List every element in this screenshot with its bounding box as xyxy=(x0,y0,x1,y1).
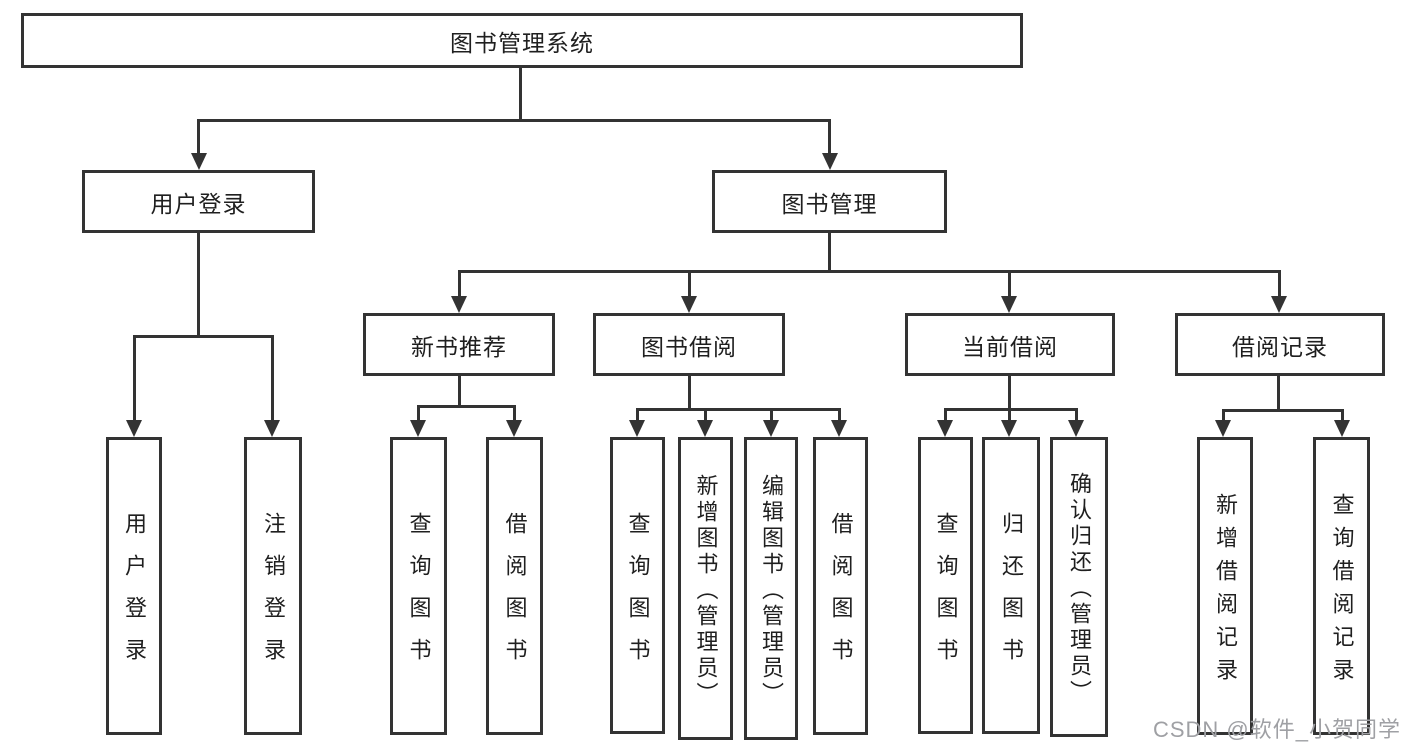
connector-line xyxy=(838,408,841,422)
node-label: 图书借阅 xyxy=(641,333,737,360)
node-user-login-leaf: 用户登录 xyxy=(106,437,162,735)
connector-line xyxy=(1277,376,1280,412)
node-return-books: 归还图书 xyxy=(982,437,1040,734)
connector-line xyxy=(1341,409,1344,422)
connector-line xyxy=(636,408,639,422)
connector-arrowhead xyxy=(681,296,697,313)
connector-arrowhead xyxy=(264,420,280,437)
connector-line xyxy=(197,119,831,122)
connector-line xyxy=(1222,409,1225,422)
node-edit-books-admin: 编辑图书（管理员） xyxy=(744,437,798,740)
connector-arrowhead xyxy=(191,153,207,170)
connector-arrowhead xyxy=(1001,296,1017,313)
node-query-borrow-record: 查询借阅记录 xyxy=(1313,437,1370,735)
node-add-books-admin: 新增图书（管理员） xyxy=(678,437,733,740)
node-label: 借阅记录 xyxy=(1232,333,1328,360)
connector-line xyxy=(770,408,773,422)
connector-line xyxy=(458,270,1281,273)
connector-line xyxy=(1008,270,1011,298)
connector-line xyxy=(197,119,200,155)
node-label: 借阅图书 xyxy=(502,512,528,680)
connector-line xyxy=(704,408,707,422)
node-label: 编辑图书（管理员） xyxy=(759,473,784,708)
watermark-text: CSDN @软件_小贺同学 xyxy=(1152,717,1401,742)
connector-line xyxy=(417,405,420,422)
connector-arrowhead xyxy=(1215,420,1231,437)
node-add-borrow-record: 新增借阅记录 xyxy=(1197,437,1253,735)
connector-line xyxy=(636,408,841,411)
connector-line xyxy=(1008,376,1011,411)
connector-arrowhead xyxy=(126,420,142,437)
connector-arrowhead xyxy=(410,420,426,437)
connector-line xyxy=(1278,270,1281,298)
node-label: 图书管理系统 xyxy=(450,29,594,56)
connector-line xyxy=(688,270,691,298)
connector-line xyxy=(828,233,831,272)
node-label: 用户登录 xyxy=(150,190,247,217)
node-label: 当前借阅 xyxy=(962,333,1058,360)
node-label: 查询图书 xyxy=(625,511,651,680)
node-label: 借阅图书 xyxy=(828,512,854,680)
connector-arrowhead xyxy=(1271,296,1287,313)
node-borrow-books: 借阅图书 xyxy=(486,437,543,735)
connector-line xyxy=(519,68,522,119)
node-label: 新书推荐 xyxy=(411,333,507,360)
node-user-login: 用户登录 xyxy=(82,170,315,233)
node-label: 确认归还（管理员） xyxy=(1067,472,1092,706)
node-label: 新增图书（管理员） xyxy=(693,473,719,708)
node-label: 图书管理 xyxy=(781,190,878,217)
connector-arrowhead xyxy=(697,420,713,437)
connector-arrowhead xyxy=(629,420,645,437)
node-label: 查询借阅记录 xyxy=(1329,492,1355,691)
node-borrowing-records: 借阅记录 xyxy=(1175,313,1385,376)
node-query-books: 查询图书 xyxy=(918,437,973,734)
connector-line xyxy=(944,408,947,422)
connector-arrowhead xyxy=(451,296,467,313)
node-logout: 注销登录 xyxy=(244,437,302,735)
node-label: 新增借阅记录 xyxy=(1213,492,1238,691)
connector-arrowhead xyxy=(763,420,779,437)
node-label: 注销登录 xyxy=(261,512,286,680)
node-current-borrowing: 当前借阅 xyxy=(905,313,1115,376)
node-borrow-books: 借阅图书 xyxy=(813,437,868,735)
node-library-system: 图书管理系统 xyxy=(21,13,1023,68)
connector-line xyxy=(417,405,516,408)
connector-line xyxy=(828,119,831,155)
connector-arrowhead xyxy=(822,153,838,170)
connector-line xyxy=(688,376,691,411)
connector-line xyxy=(458,270,461,298)
connector-arrowhead xyxy=(1068,420,1084,437)
node-query-books: 查询图书 xyxy=(610,437,665,734)
connector-arrowhead xyxy=(937,420,953,437)
node-label: 查询图书 xyxy=(406,512,432,680)
node-book-borrowing: 图书借阅 xyxy=(593,313,785,376)
connector-line xyxy=(458,376,461,408)
connector-line xyxy=(133,335,274,338)
connector-arrowhead xyxy=(1334,420,1350,437)
connector-arrowhead xyxy=(831,420,847,437)
connector-arrowhead xyxy=(1001,420,1017,437)
connector-arrowhead xyxy=(506,420,522,437)
connector-line xyxy=(513,405,516,422)
connector-line xyxy=(1075,408,1078,422)
connector-line xyxy=(197,233,200,337)
connector-line xyxy=(1008,408,1011,422)
node-book-management: 图书管理 xyxy=(712,170,947,233)
node-label: 查询图书 xyxy=(933,511,959,680)
connector-line xyxy=(1222,409,1344,412)
node-query-books: 查询图书 xyxy=(390,437,447,735)
node-confirm-return-admin: 确认归还（管理员） xyxy=(1050,437,1108,737)
connector-line xyxy=(944,408,1078,411)
node-label: 归还图书 xyxy=(999,511,1024,680)
node-label: 用户登录 xyxy=(122,512,147,680)
connector-line xyxy=(133,335,136,422)
connector-line xyxy=(271,335,274,422)
node-new-book-recommend: 新书推荐 xyxy=(363,313,555,376)
